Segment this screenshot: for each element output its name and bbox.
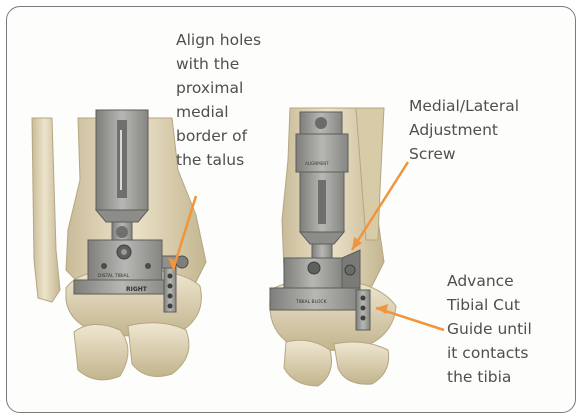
label-ml-adjustment-screw: Medial/Lateral Adjustment Screw (409, 94, 549, 166)
left-block-engraving: DISTAL TIBIAL (98, 273, 130, 279)
left-side-engraving: RIGHT (126, 286, 148, 293)
svg-text:ALIGNMENT: ALIGNMENT (305, 161, 329, 166)
right-block-engraving: TIBIAL BLOCK (295, 299, 328, 305)
label-align-holes: Align holes with the proximal medial bor… (176, 28, 306, 172)
label-advance-tibial-cut-guide: Advance Tibial Cut Guide until it contac… (447, 269, 572, 389)
